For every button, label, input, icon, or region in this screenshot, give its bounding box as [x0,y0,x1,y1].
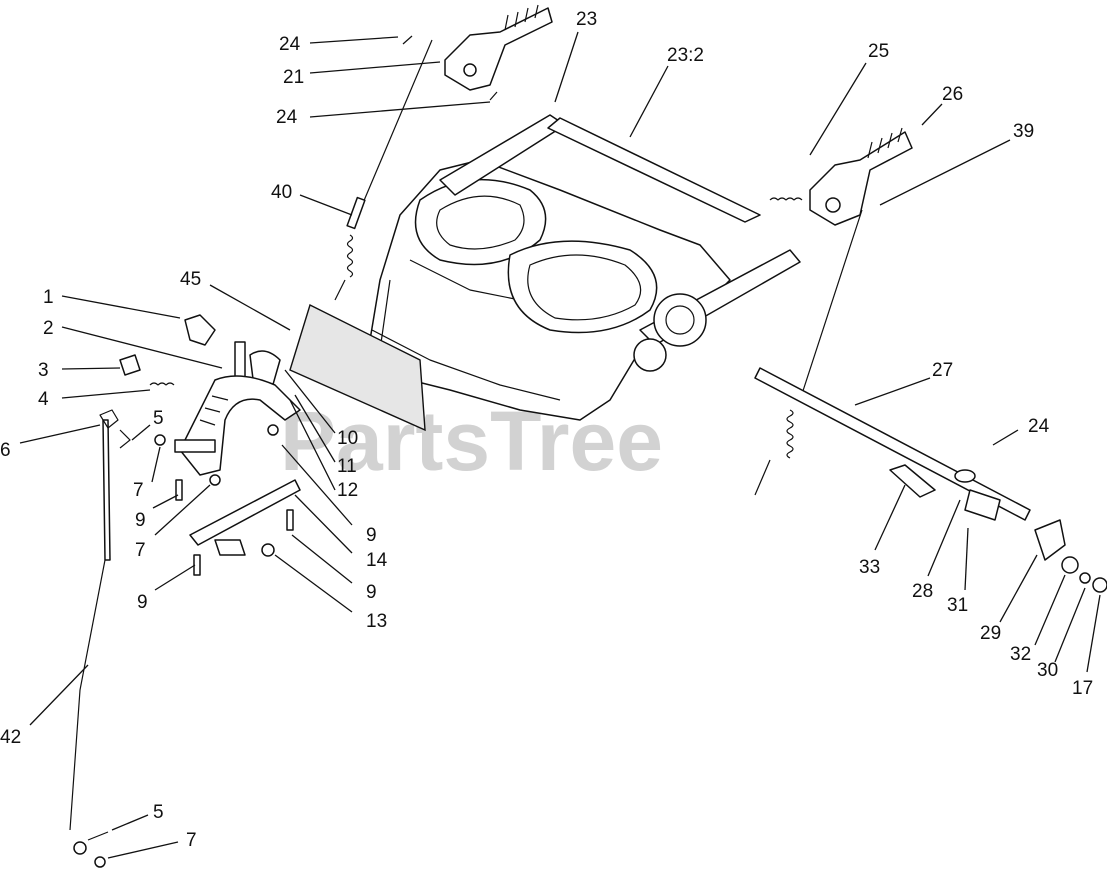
callout-24: 24 [1028,416,1050,437]
callout-labels: 1 2 3 4 5 6 7 9 7 9 45 10 11 12 9 14 9 1… [0,9,1093,851]
spring-25 [769,197,803,201]
callout-27: 27 [932,360,953,381]
decal-45 [289,304,426,432]
callout-7: 7 [135,540,146,561]
callout-23: 23 [576,9,597,30]
callout-13: 13 [366,611,387,632]
leader-lines [19,31,1101,859]
callout-9: 9 [366,582,377,603]
callout-25: 25 [868,41,889,62]
cable-39 [754,209,863,496]
spring-4 [149,382,175,386]
callout-42: 42 [0,727,21,748]
callout-9: 9 [135,510,146,531]
callout-26: 26 [942,84,963,105]
callout-14: 14 [366,550,388,571]
callout-10: 10 [337,428,358,449]
callout-7: 7 [133,480,144,501]
callout-32: 32 [1010,644,1031,665]
callout-9: 9 [366,525,377,546]
rod-42 [69,409,131,868]
callout-23-2: 23:2 [667,45,704,66]
knob-1 [184,314,216,346]
callout-33: 33 [859,557,880,578]
callout-9: 9 [137,592,148,613]
cable-40 [334,39,433,301]
callout-24: 24 [276,107,298,128]
callout-11: 11 [337,456,357,477]
callout-1: 1 [43,287,54,308]
shaft-27 [754,367,1107,593]
callout-24: 24 [279,34,301,55]
callout-31: 31 [947,595,968,616]
control-panel-housing [369,114,801,421]
callout-6: 6 [0,440,11,461]
callout-39: 39 [1013,121,1034,142]
bolt-33 [889,464,936,498]
watermark: PartsTree [280,394,663,488]
callout-45: 45 [180,269,201,290]
callout-3: 3 [38,360,49,381]
callout-28: 28 [912,581,933,602]
callout-29: 29 [980,623,1001,644]
right-handle-26 [769,127,913,226]
callout-4: 4 [38,389,49,410]
bracket-29 [1034,519,1066,561]
callout-21: 21 [283,67,304,88]
callout-30: 30 [1037,660,1058,681]
callout-17: 17 [1072,678,1093,699]
left-handle-21 [402,4,553,101]
bolt-3 [119,354,141,376]
shift-lever-assembly [119,314,301,576]
callout-2: 2 [43,318,54,339]
callout-7: 7 [186,830,197,851]
callout-40: 40 [271,182,292,203]
panel-cover-23-2 [547,117,761,223]
plate-31 [964,489,1001,521]
callout-5: 5 [153,802,164,823]
callout-5: 5 [153,408,164,429]
callout-12: 12 [337,480,358,501]
